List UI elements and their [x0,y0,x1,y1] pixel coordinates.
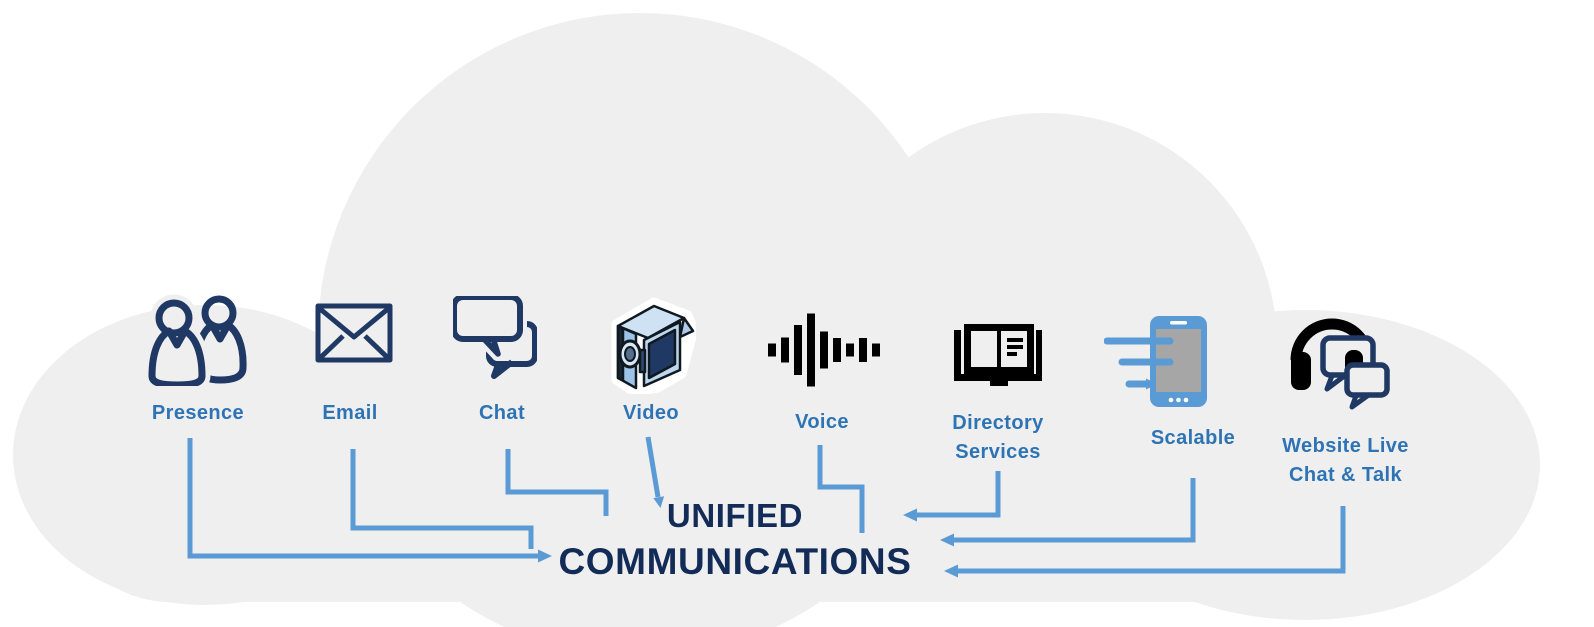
connector-chat [505,449,609,516]
feature-label-video: Video [622,402,680,424]
envelope-icon [315,303,393,363]
title-line-unified: UNIFIED [666,497,804,534]
connector-video-arrow [653,496,665,508]
feature-label-presence: Presence [151,402,245,424]
open-book-icon [954,324,1042,386]
connector-website [958,506,1346,574]
feature-label-website-live-chat: Website Live Chat & Talk [1282,435,1409,486]
diagram-title: UNIFIED COMMUNICATIONS [495,493,975,585]
connector-email [350,449,534,549]
connector-presence-arrow [538,549,552,563]
speech-bubbles-icon [453,296,537,379]
connector-directory [917,471,1001,518]
feature-label-voice: Voice [795,411,849,433]
feature-label-scalable: Scalable [1150,427,1236,449]
two-users-icon [143,294,247,386]
headset-chat-icon [1290,318,1390,410]
connector-voice [817,445,865,533]
feature-label-chat: Chat [478,402,526,424]
connector-scalable [954,478,1196,543]
connector-scalable-arrow [940,533,954,547]
feature-label-email: Email [322,402,378,424]
connector-directory-arrow [903,508,917,522]
video-camera-icon [611,297,696,394]
connector-video [645,436,661,498]
title-line-communications: COMMUNICATIONS [558,541,912,582]
smartphone-speed-icon [1104,316,1207,407]
sound-wave-icon [768,313,880,387]
connector-website-arrow [944,564,958,578]
connector-presence [187,438,538,559]
feature-label-directory-services: Directory Services [952,412,1044,463]
